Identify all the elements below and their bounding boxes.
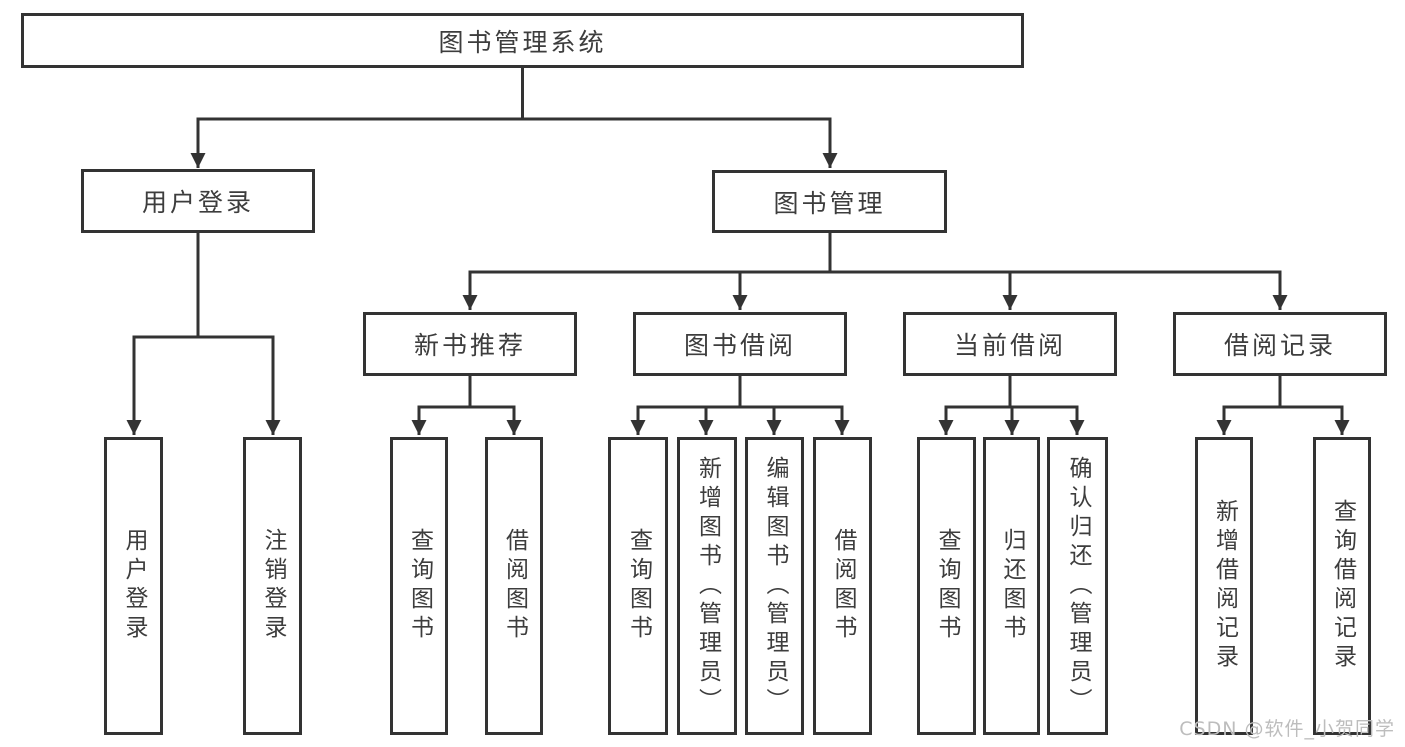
leaf-current-query-books-label: 查询图书 (934, 528, 960, 644)
node-current-borrowing: 当前借阅 (903, 312, 1117, 376)
node-book-management: 图书管理 (712, 170, 947, 233)
node-book-management-label: 图书管理 (773, 188, 886, 218)
leaf-query-borrow-record: 查询借阅记录 (1313, 437, 1371, 735)
node-borrowing-records: 借阅记录 (1173, 312, 1387, 376)
leaf-edit-books-admin-label: 编辑图书（管理员） (762, 455, 788, 717)
leaf-add-books-admin-label: 新增图书（管理员） (694, 455, 721, 717)
leaf-edit-books-admin: 编辑图书（管理员） (745, 437, 804, 735)
node-borrowing-records-label: 借阅记录 (1223, 331, 1336, 360)
leaf-return-books-label: 归还图书 (999, 528, 1025, 644)
node-user-login-label: 用户登录 (141, 188, 254, 217)
node-root: 图书管理系统 (21, 13, 1024, 68)
node-current-borrowing-label: 当前借阅 (953, 331, 1066, 360)
leaf-logout: 注销登录 (243, 437, 302, 735)
node-root-label: 图书管理系统 (438, 27, 607, 57)
node-new-book-recommend-label: 新书推荐 (413, 331, 526, 360)
node-user-login: 用户登录 (81, 169, 315, 233)
node-new-book-recommend: 新书推荐 (363, 312, 577, 376)
leaf-user-login-label: 用户登录 (121, 528, 147, 644)
leaf-add-borrow-record: 新增借阅记录 (1195, 437, 1253, 735)
leaf-borrow-query-books-label: 查询图书 (625, 528, 652, 644)
leaf-borrow-books: 借阅图书 (813, 437, 872, 735)
leaf-current-query-books: 查询图书 (917, 437, 976, 735)
leaf-add-books-admin: 新增图书（管理员） (677, 437, 737, 735)
csdn-watermark: CSDN @软件_小贺同学 (1179, 718, 1395, 740)
leaf-newrec-query-books: 查询图书 (390, 437, 448, 735)
node-book-borrowing-label: 图书借阅 (683, 331, 796, 360)
leaf-query-borrow-record-label: 查询借阅记录 (1329, 499, 1356, 673)
leaf-user-login: 用户登录 (104, 437, 163, 735)
leaf-newrec-query-books-label: 查询图书 (406, 528, 433, 644)
leaf-logout-label: 注销登录 (260, 528, 286, 644)
leaf-newrec-borrow-books-label: 借阅图书 (501, 528, 528, 644)
leaf-borrow-query-books: 查询图书 (608, 437, 668, 735)
leaf-borrow-books-label: 借阅图书 (830, 528, 856, 644)
leaf-confirm-return-admin-label: 确认归还（管理员） (1065, 455, 1091, 717)
leaf-newrec-borrow-books: 借阅图书 (485, 437, 543, 735)
node-book-borrowing: 图书借阅 (633, 312, 847, 376)
leaf-add-borrow-record-label: 新增借阅记录 (1211, 499, 1238, 673)
leaf-return-books: 归还图书 (983, 437, 1040, 735)
leaf-confirm-return-admin: 确认归还（管理员） (1047, 437, 1108, 735)
